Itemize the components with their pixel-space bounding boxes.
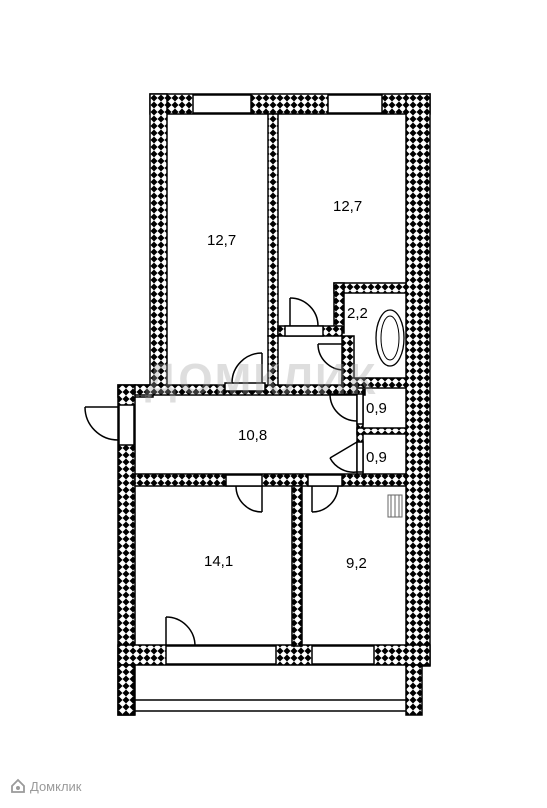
- house-icon: [11, 778, 25, 793]
- room-area-label: 9,2: [346, 555, 367, 572]
- door-toilet-1: [329, 393, 364, 425]
- door-kitchen: [307, 474, 343, 513]
- brand-logo-text: Домклик: [30, 778, 82, 794]
- fixtures: [375, 309, 405, 518]
- window-bottom-left: [165, 645, 277, 665]
- bathtub-icon: [375, 309, 405, 367]
- window-top-left: [192, 94, 252, 114]
- windows: [118, 94, 383, 665]
- room-area-label: 2,2: [347, 305, 368, 322]
- door-room-left-top: [224, 352, 266, 392]
- area-labels: 12,7 12,7 2,2 0,9 0,9 10,8 14,1 9,2: [204, 198, 387, 572]
- brand-logo: Домклик: [10, 778, 82, 794]
- doors: [84, 297, 364, 647]
- entrance-door: [84, 406, 119, 441]
- door-toilet-2: [329, 441, 364, 473]
- room-area-label: 0,9: [366, 449, 387, 466]
- door-balcony: [165, 616, 196, 647]
- room-area-label: 12,7: [333, 198, 362, 215]
- door-bathroom: [317, 343, 345, 371]
- window-top-right: [327, 94, 383, 114]
- window-left-hall: [118, 404, 135, 446]
- door-room-left-bottom: [225, 474, 263, 513]
- room-area-label: 12,7: [207, 232, 236, 249]
- window-bottom-right: [311, 645, 375, 665]
- balcony: [134, 699, 406, 712]
- room-area-label: 10,8: [238, 427, 267, 444]
- radiator-icon: [387, 494, 403, 518]
- door-room-right-top: [284, 297, 324, 337]
- room-area-label: 0,9: [366, 400, 387, 417]
- room-area-label: 14,1: [204, 553, 233, 570]
